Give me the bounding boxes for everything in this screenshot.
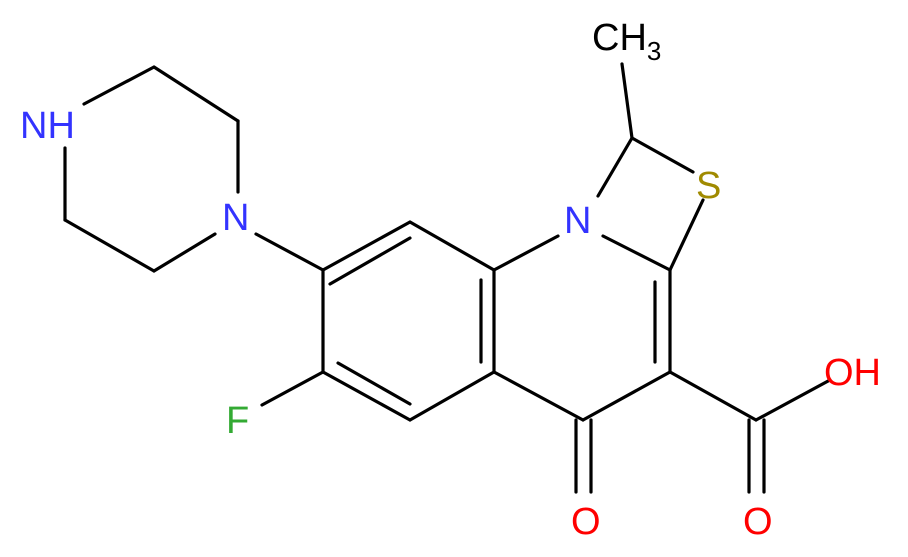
bond — [63, 218, 156, 273]
piperazine-nitrogen-label: N — [222, 197, 249, 239]
bond — [754, 378, 832, 422]
bond — [492, 234, 560, 272]
bond — [601, 234, 672, 272]
bond — [581, 370, 672, 422]
bond-lines — [63, 62, 832, 494]
bond — [620, 62, 634, 140]
keto-oxygen-label: O — [571, 501, 601, 543]
bond — [82, 65, 156, 106]
piperazine-nh-label: NH — [20, 105, 75, 147]
bond — [668, 370, 758, 422]
sulfur-atom-label: S — [696, 165, 721, 207]
bond — [254, 232, 325, 272]
bond — [408, 370, 496, 422]
bond — [630, 136, 695, 174]
bond — [152, 65, 240, 123]
bond — [328, 236, 412, 286]
bond — [596, 136, 634, 198]
bond — [668, 198, 705, 272]
bond — [152, 232, 217, 273]
atom-labels: CH3 S N NH N F O OH O — [20, 17, 881, 543]
bond — [336, 361, 412, 406]
carboxyl-oxygen-label: O — [743, 501, 773, 543]
bond — [321, 220, 412, 272]
bond — [260, 370, 325, 407]
bond — [321, 370, 412, 422]
fluorine-atom-label: F — [226, 400, 249, 442]
ring-nitrogen-label: N — [564, 200, 591, 242]
hydroxyl-label: OH — [824, 352, 881, 394]
bond — [492, 370, 585, 422]
bond — [408, 220, 496, 272]
methyl-label: CH3 — [592, 17, 661, 66]
